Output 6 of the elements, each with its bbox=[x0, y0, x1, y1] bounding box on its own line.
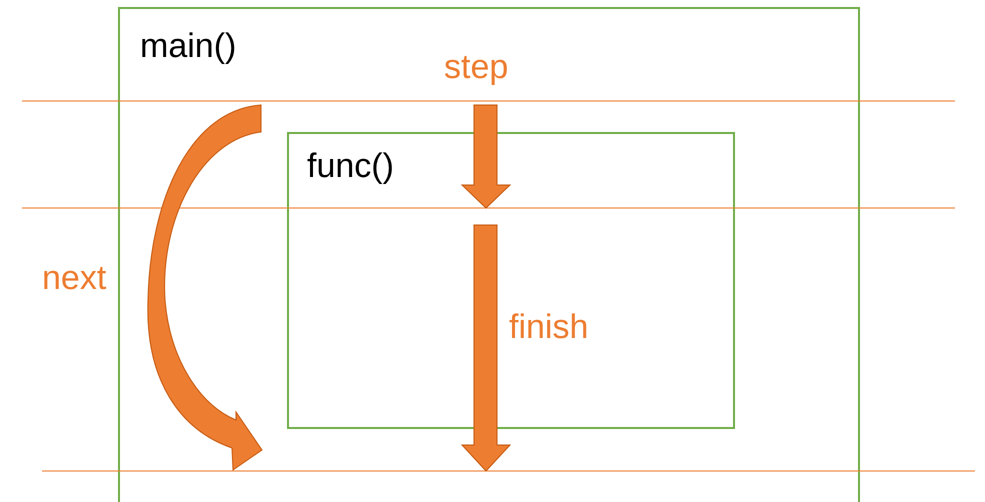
action-label: step bbox=[444, 50, 508, 84]
frame-title: main() bbox=[140, 29, 236, 63]
action-label: finish bbox=[509, 310, 588, 344]
action-label: next bbox=[42, 261, 106, 295]
frame-box bbox=[287, 132, 735, 429]
frame-title: func() bbox=[307, 149, 394, 183]
